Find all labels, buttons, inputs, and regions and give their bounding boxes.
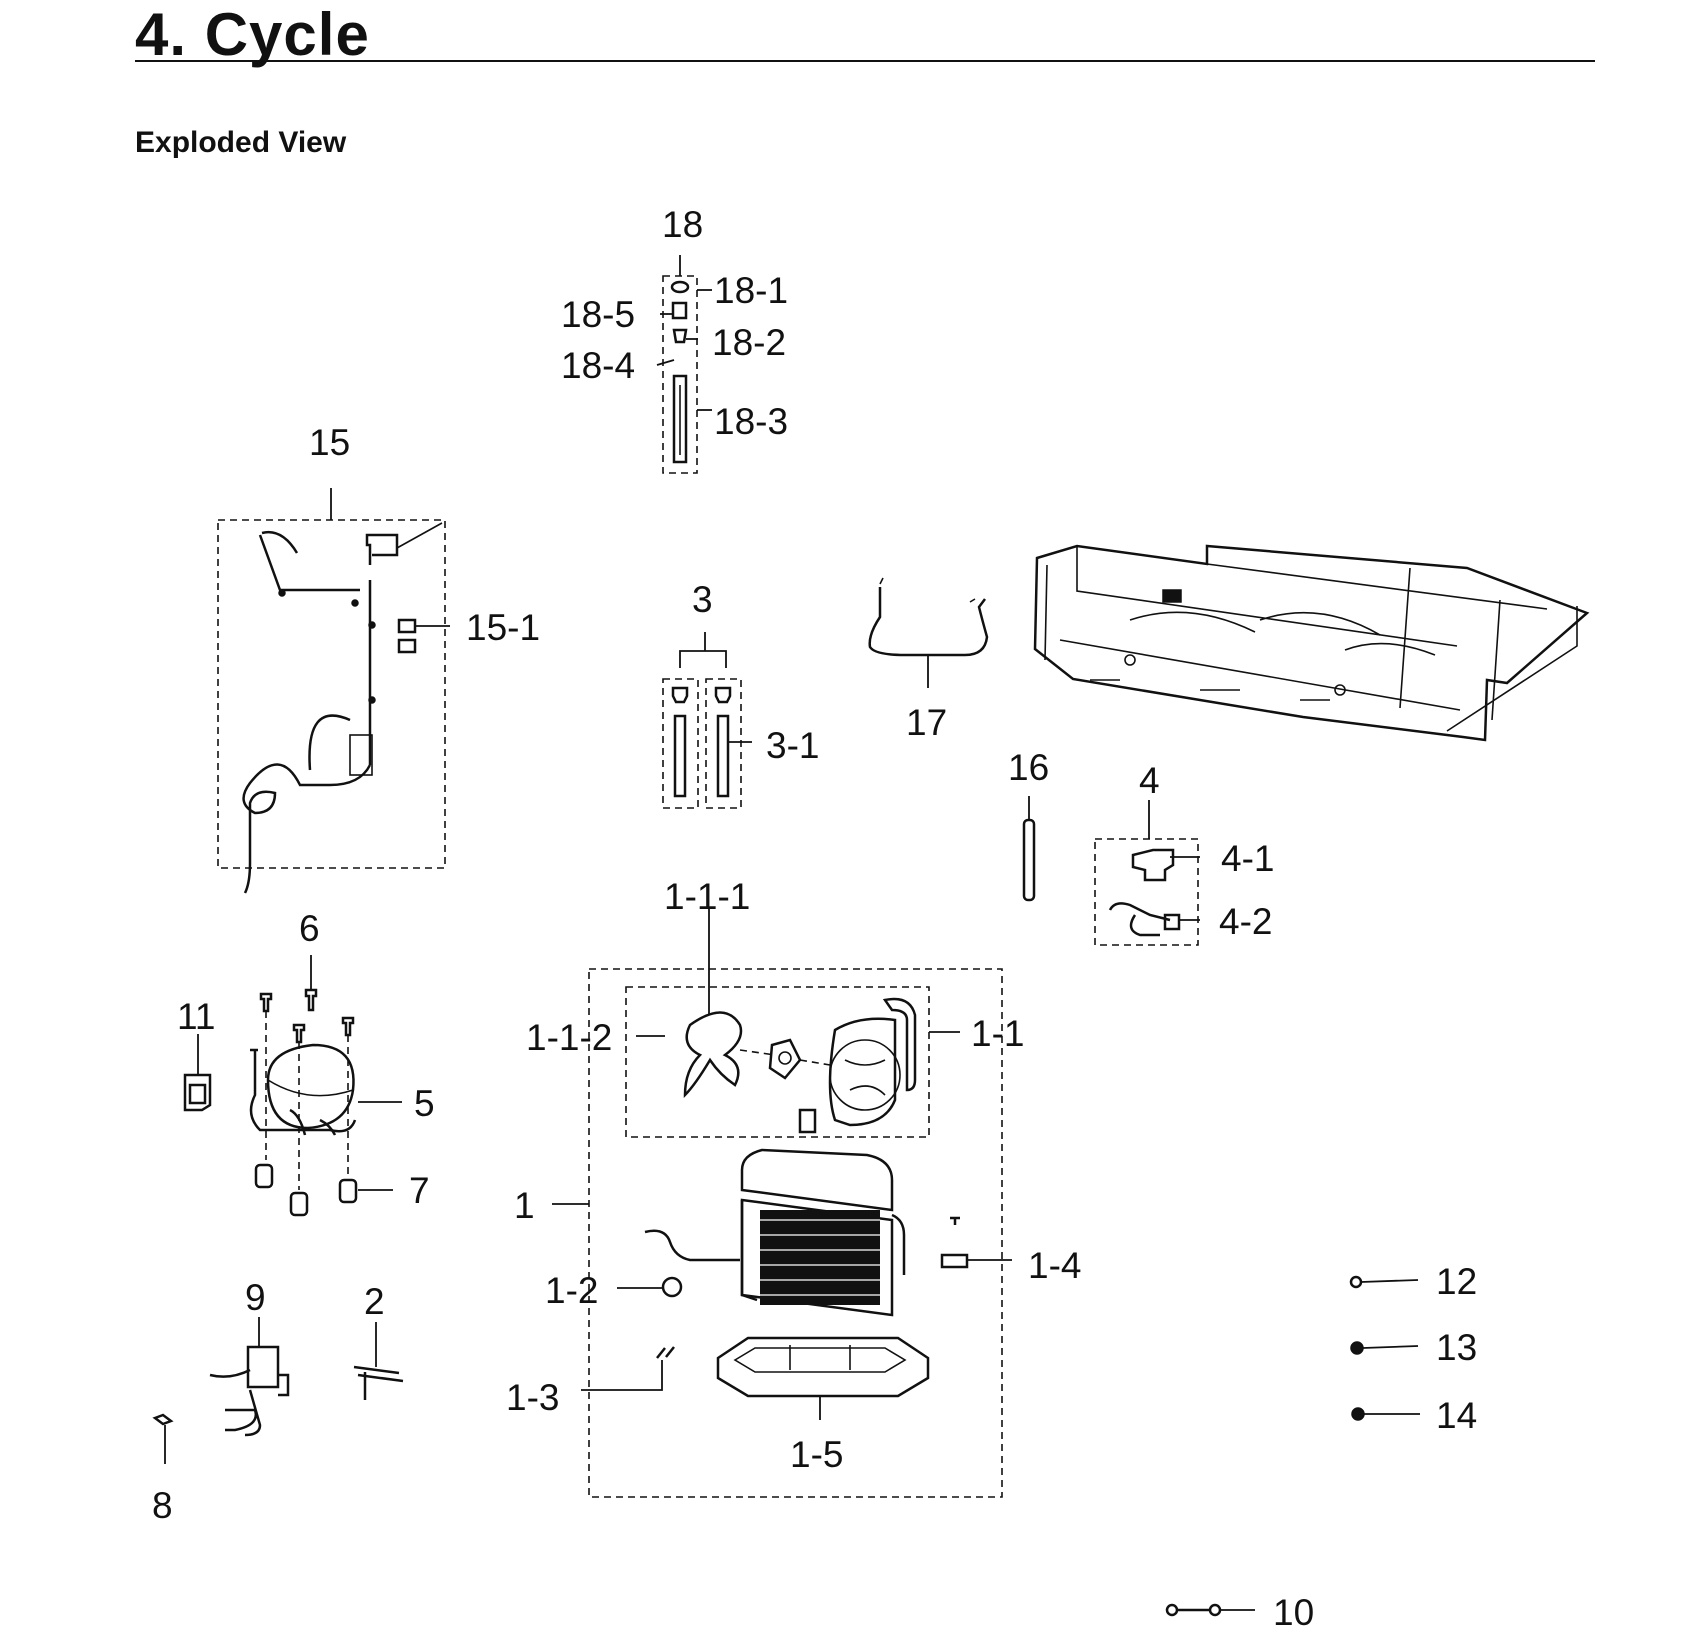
label-10: 10 [1273, 1592, 1314, 1633]
part-9-relay [209, 1317, 290, 1437]
label-1-1-2: 1-1-2 [526, 1017, 612, 1058]
label-18: 18 [662, 204, 703, 245]
label-1-2: 1-2 [545, 1270, 598, 1311]
page-title: 4. Cycle [135, 1, 370, 68]
label-1-4: 1-4 [1028, 1245, 1081, 1286]
part-17-tube [868, 577, 989, 688]
label-16: 16 [1008, 747, 1049, 788]
section-subtitle: Exploded View [135, 126, 347, 159]
label-3-1: 3-1 [766, 725, 819, 766]
label-1-1: 1-1 [971, 1013, 1024, 1054]
title-underline [135, 60, 1595, 62]
part-1-condenser-unit [552, 907, 1012, 1498]
part-13-fastener [1350, 1341, 1419, 1355]
part-10-connector [1165, 1603, 1255, 1617]
label-2: 2 [364, 1281, 385, 1322]
label-1-3: 1-3 [506, 1377, 559, 1418]
part-18-valve-assembly [656, 255, 712, 474]
part-14-fastener [1351, 1407, 1420, 1421]
label-18-1: 18-1 [714, 270, 788, 311]
part-12-fastener [1349, 1275, 1419, 1289]
label-8: 8 [152, 1485, 173, 1526]
part-3-drier-pair [662, 632, 752, 809]
part-8-screw [152, 1413, 174, 1464]
label-1-5: 1-5 [790, 1434, 843, 1475]
label-18-5: 18-5 [561, 294, 635, 335]
label-9: 9 [245, 1277, 266, 1318]
label-15: 15 [309, 422, 350, 463]
part-11-clip [183, 1034, 212, 1112]
label-3: 3 [692, 579, 713, 620]
label-18-4: 18-4 [561, 345, 635, 386]
label-18-3: 18-3 [714, 401, 788, 442]
part-4-relay-assembly [1094, 800, 1200, 946]
label-4-1: 4-1 [1221, 838, 1274, 879]
label-18-2: 18-2 [712, 322, 786, 363]
label-7: 7 [409, 1170, 430, 1211]
part-16-sensor [1022, 796, 1036, 902]
label-17: 17 [906, 702, 947, 743]
label-11: 11 [177, 996, 215, 1037]
label-5: 5 [414, 1083, 435, 1124]
label-4: 4 [1139, 760, 1160, 801]
label-1: 1 [514, 1185, 535, 1226]
label-1-1-1: 1-1-1 [664, 876, 750, 917]
label-14: 14 [1436, 1395, 1477, 1436]
callout-labels: 18 18-1 18-2 18-3 18-4 18-5 15 15-1 3 3-… [152, 204, 1477, 1633]
label-13: 13 [1436, 1327, 1477, 1368]
part-2-bracket [353, 1322, 404, 1400]
label-4-2: 4-2 [1219, 901, 1272, 942]
part-15-tube-assembly [217, 488, 450, 894]
label-15-1: 15-1 [466, 607, 540, 648]
label-6: 6 [299, 908, 320, 949]
base-frame [1033, 544, 1590, 742]
part-5-compressor [249, 955, 402, 1217]
label-12: 12 [1436, 1261, 1477, 1302]
condenser-fins [760, 1210, 880, 1305]
